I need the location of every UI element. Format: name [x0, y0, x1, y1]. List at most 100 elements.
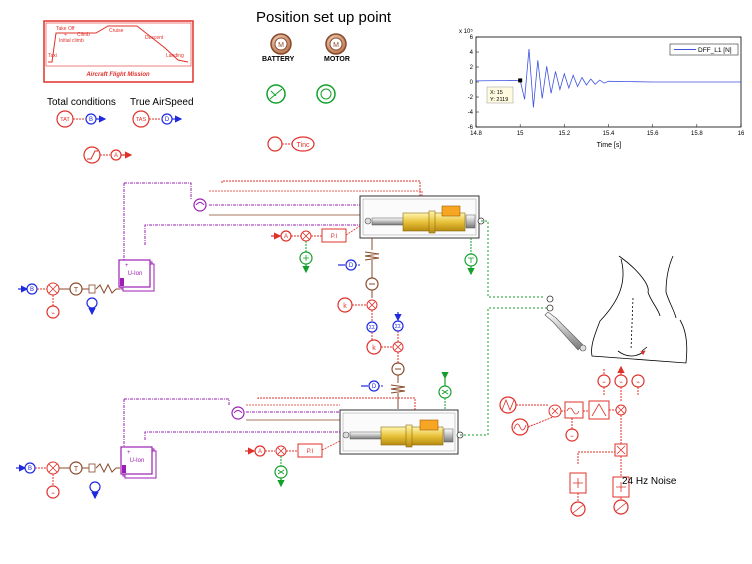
- green-mechanical-link: [460, 220, 548, 436]
- y-multiplier: x 10⁵: [459, 28, 473, 35]
- phase-label: Initial climb: [59, 38, 84, 44]
- phase-label: Cruise: [109, 28, 124, 34]
- x-tick-label: 15: [517, 131, 524, 137]
- upper-battery-pack[interactable]: U-Ion +: [118, 259, 155, 292]
- green-solver-icon[interactable]: [316, 84, 336, 104]
- y-tick-label: -2: [468, 95, 474, 101]
- motor-icon[interactable]: M: [325, 33, 347, 55]
- svg-text:P.I: P.I: [307, 449, 314, 455]
- upper-green-output[interactable]: [464, 238, 478, 276]
- legend-entry: DFF_L1 [N]: [698, 47, 732, 54]
- x-tick-label: 15.8: [691, 131, 703, 137]
- svg-text:X: 15: X: 15: [490, 90, 503, 96]
- flight-mission-panel[interactable]: Take Off + Initial climb Climb Cruise De…: [43, 20, 194, 83]
- lower-sensor-node[interactable]: [231, 406, 245, 420]
- svg-text:k: k: [372, 345, 376, 352]
- lower-green-output[interactable]: [438, 372, 452, 410]
- true-airspeed-label: True AirSpeed: [130, 97, 194, 108]
- mission-panel-title: Aircraft Flight Mission: [85, 72, 150, 78]
- svg-text:TAT: TAT: [60, 117, 70, 123]
- total-conditions-label: Total conditions: [47, 97, 116, 108]
- noise-generator-network[interactable]: ⌁: [499, 396, 630, 517]
- svg-text:B: B: [28, 466, 32, 472]
- time-increment-icon[interactable]: Tinc: [267, 136, 315, 152]
- svg-text:Y: 2119: Y: 2119: [490, 97, 508, 103]
- phase-label: Taxi: [48, 53, 57, 59]
- phase-label: Take Off: [56, 26, 75, 32]
- battery-icon[interactable]: M: [270, 33, 292, 55]
- svg-text:T: T: [74, 287, 79, 294]
- battery-label: BATTERY: [262, 56, 295, 63]
- x-tick-label: 16: [738, 131, 745, 137]
- phase-label: +: [64, 32, 67, 38]
- svg-text:B: B: [30, 287, 34, 293]
- svg-text:B: B: [89, 117, 93, 123]
- y-tick-label: 4: [470, 50, 474, 56]
- svg-text:ΣΣ: ΣΣ: [369, 325, 375, 331]
- x-tick-label: 15.2: [558, 131, 570, 137]
- nozzle-outline: [591, 255, 688, 364]
- svg-text:A: A: [258, 449, 262, 455]
- x-axis-label: Time [s]: [597, 142, 622, 149]
- svg-text:A: A: [114, 153, 118, 159]
- chart-legend: DFF_L1 [N]: [669, 43, 739, 56]
- svg-text:TAS: TAS: [136, 117, 147, 123]
- mission-profile-line: [48, 25, 189, 63]
- lower-hydraulic-cylinder: [342, 419, 464, 448]
- page-title: Position set up point: [256, 9, 392, 26]
- svg-text:⌁: ⌁: [51, 311, 55, 317]
- nozzle-actuator-link: [544, 295, 587, 352]
- x-tick-label: 14.8: [470, 131, 482, 137]
- svg-text:T: T: [74, 466, 79, 473]
- svg-text:⌁: ⌁: [636, 380, 640, 386]
- y-tick-label: -4: [468, 110, 474, 116]
- series-line-dff-l1: [475, 48, 741, 108]
- phase-label: Landing: [166, 53, 184, 59]
- upper-sensor-node[interactable]: [193, 198, 207, 212]
- motor-label: MOTOR: [324, 56, 350, 63]
- upper-stiffness-block[interactable]: k ΣΣ: [337, 297, 378, 340]
- svg-text:⌁: ⌁: [602, 380, 606, 386]
- lower-battery-pack[interactable]: U-Ion +: [120, 446, 157, 479]
- upper-pi-controller[interactable]: P.I: [321, 225, 361, 243]
- svg-text:⌁: ⌁: [51, 491, 55, 497]
- nozzle-sensors[interactable]: ⌁ ⌁ ⌁: [597, 365, 645, 402]
- y-tick-label: 6: [470, 35, 474, 41]
- upper-hydraulic-cylinder: [364, 205, 485, 234]
- y-tick-label: 0: [470, 80, 474, 86]
- svg-text:D: D: [349, 263, 354, 269]
- svg-text:Tinc: Tinc: [297, 142, 310, 149]
- lower-actuator-wiring: [123, 397, 416, 454]
- svg-text:U-Ion: U-Ion: [128, 271, 143, 277]
- x-tick-label: 15.6: [647, 131, 659, 137]
- phase-label: Descent: [145, 35, 164, 41]
- svg-text:M: M: [278, 42, 284, 49]
- lower-battery-chain[interactable]: B ⌁ T: [16, 461, 120, 500]
- data-cursor-tooltip: X: 15 Y: 2119: [486, 86, 514, 104]
- true-airspeed-block[interactable]: TAS D: [132, 110, 183, 128]
- middle-stiffness-block[interactable]: k ΣΣ D: [361, 312, 406, 409]
- green-sensor-icon[interactable]: [266, 84, 286, 104]
- svg-text:D: D: [372, 384, 377, 390]
- upper-battery-chain[interactable]: B ⌁ T: [18, 282, 120, 319]
- svg-text:k: k: [343, 303, 347, 310]
- lower-position-input[interactable]: A: [245, 445, 298, 488]
- svg-text:⌁: ⌁: [570, 434, 574, 440]
- svg-text:⌁: ⌁: [619, 380, 623, 386]
- svg-text:P.I: P.I: [331, 234, 338, 240]
- svg-text:U-Ion: U-Ion: [130, 458, 145, 464]
- svg-text:ΣΣ: ΣΣ: [395, 324, 401, 330]
- upper-position-input[interactable]: A: [271, 230, 322, 274]
- ramp-signal-block[interactable]: A: [83, 146, 133, 164]
- upper-spring-damper: D: [338, 238, 380, 298]
- x-tick-label: 15.4: [603, 131, 615, 137]
- noise-label: 24 Hz Noise: [622, 476, 677, 487]
- svg-text:+: +: [125, 263, 129, 269]
- lower-pi-controller[interactable]: P.I: [297, 440, 341, 458]
- svg-text:+: +: [127, 450, 131, 456]
- total-conditions-block[interactable]: TAT B: [56, 110, 107, 128]
- svg-text:D: D: [165, 117, 170, 123]
- y-tick-label: -6: [468, 125, 474, 131]
